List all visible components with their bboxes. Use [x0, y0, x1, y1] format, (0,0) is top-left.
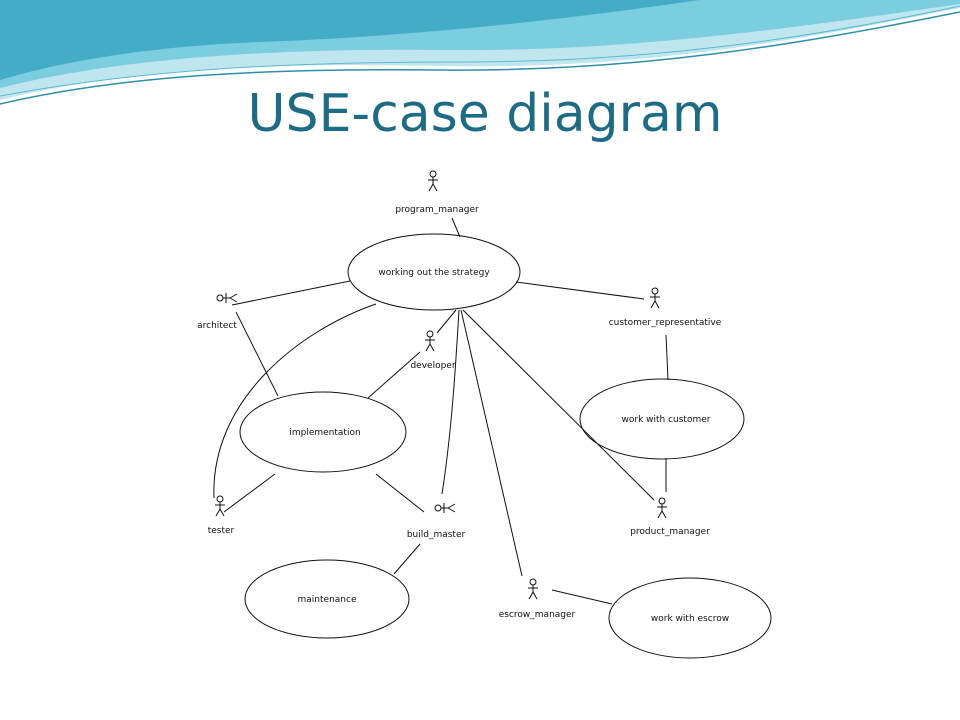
use-case-label-maintenance: maintenance	[298, 595, 357, 605]
actor-label-build-master: build_master	[407, 530, 466, 540]
actor-tester-icon	[215, 495, 225, 517]
actor-customer-representative-icon	[650, 287, 660, 309]
link-tester-implementation	[223, 473, 276, 513]
link-developer-strategy	[436, 309, 457, 334]
link-build-master-maintenance	[393, 543, 421, 575]
link-program-manager-strategy	[451, 217, 461, 238]
link-architect-strategy	[231, 280, 351, 306]
actor-program-manager-icon	[428, 170, 438, 192]
actor-label-customer-representative: customer_representative	[609, 318, 722, 328]
actor-build-master-icon	[434, 503, 456, 513]
actor-developer-icon	[425, 330, 435, 352]
use-case-label-work-with-customer: work with customer	[622, 415, 711, 425]
link-strategy-tester-curve	[213, 303, 377, 499]
slide-title: USE-case diagram	[247, 84, 723, 144]
link-product-manager-strategy	[462, 309, 655, 501]
link-escrow-manager-strategy	[460, 309, 523, 577]
actor-label-program-manager: program_manager	[395, 205, 479, 215]
actor-product-manager-icon	[657, 497, 667, 519]
use-case-label-work-with-escrow: work with escrow	[651, 614, 729, 624]
link-escrow-manager-work-with-escrow	[551, 589, 613, 605]
header-wave-decoration	[0, 0, 960, 105]
use-case-maintenance	[244, 559, 410, 639]
use-case-label-working-out-the-strategy: working out the strategy	[378, 268, 490, 278]
link-developer-implementation	[367, 351, 421, 399]
actor-escrow-manager-icon	[528, 578, 538, 600]
actor-label-tester: tester	[208, 526, 235, 536]
use-case-work-with-escrow	[608, 577, 772, 659]
use-case-label-implementation: implementation	[289, 428, 360, 438]
use-case-work-with-customer	[579, 378, 745, 460]
link-customer-rep-work-with-customer	[665, 334, 669, 381]
link-architect-implementation	[235, 311, 279, 397]
actor-label-architect: architect	[197, 321, 237, 331]
use-case-diagram: program_manager architect developer cust…	[180, 158, 786, 670]
actor-label-product-manager: product_manager	[630, 527, 710, 537]
actor-label-developer: developer	[410, 361, 455, 371]
use-case-working-out-the-strategy	[347, 233, 521, 311]
actor-architect-icon	[216, 293, 238, 303]
link-build-master-strategy	[441, 309, 460, 495]
link-customer-rep-strategy	[515, 281, 645, 300]
actor-label-escrow-manager: escrow_manager	[499, 610, 576, 620]
diagram-canvas: program_manager architect developer cust…	[197, 170, 772, 659]
use-case-implementation	[239, 391, 407, 473]
link-build-master-implementation	[375, 473, 425, 513]
